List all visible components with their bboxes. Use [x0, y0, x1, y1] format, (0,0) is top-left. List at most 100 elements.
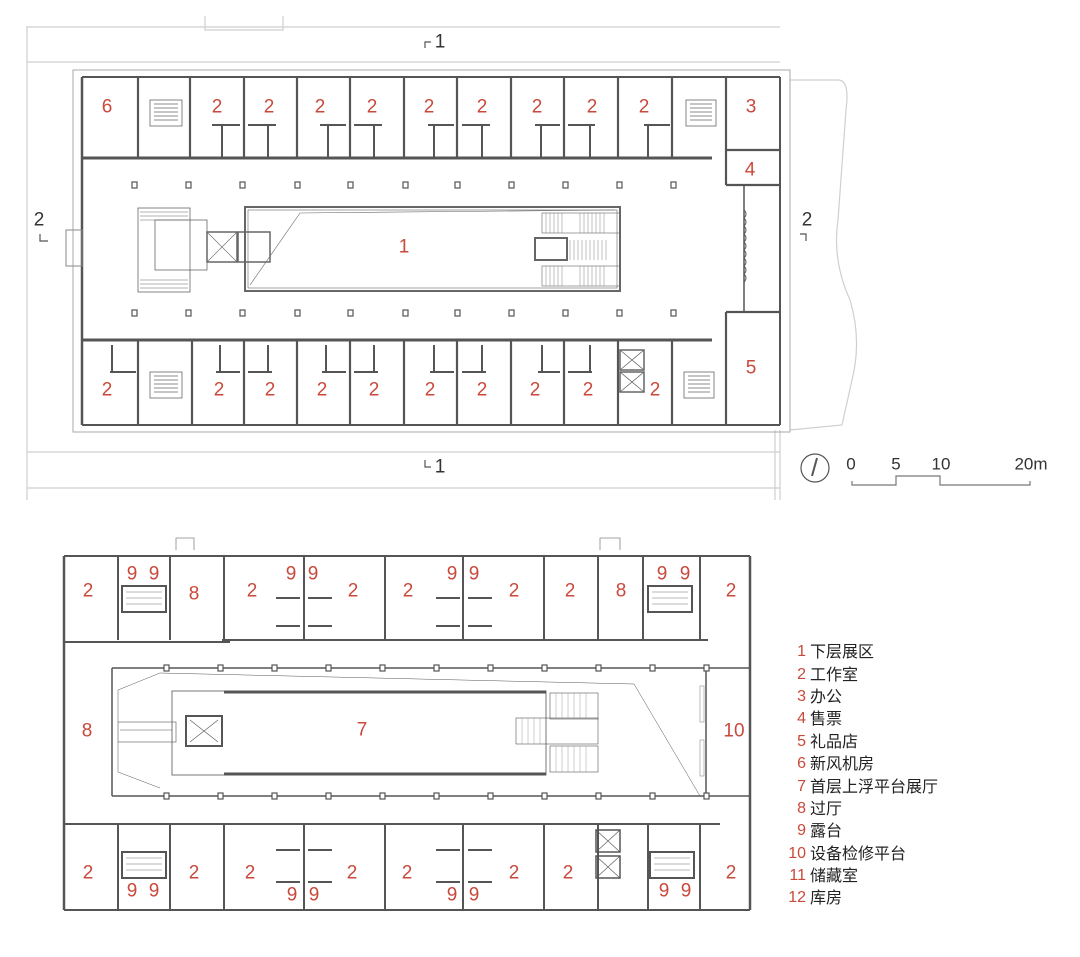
legend-text: 首层上浮平台展厅 — [810, 776, 939, 796]
room-label: 9 — [126, 880, 138, 902]
upper-stairs — [149, 99, 717, 399]
room-label: 2 — [423, 96, 435, 118]
room-label: 2 — [213, 379, 225, 401]
room-label: 2 — [564, 580, 576, 602]
central-void — [137, 206, 621, 293]
room-label: 1 — [398, 236, 410, 258]
room-label: 6 — [101, 96, 113, 118]
room-label: 8 — [81, 720, 93, 742]
legend-text: 工作室 — [810, 664, 859, 684]
room-label: 9 — [468, 563, 480, 585]
room-label: 2 — [244, 862, 256, 884]
legend-text: 售票 — [810, 709, 843, 729]
room-label: 2 — [582, 379, 594, 401]
room-label: 2 — [366, 96, 378, 118]
room-label: 2 — [82, 862, 94, 884]
legend-num: 10 — [788, 844, 806, 862]
room-label: 3 — [745, 96, 757, 118]
legend-num: 8 — [797, 799, 806, 817]
section-mark-glyphs — [39, 41, 807, 468]
scale-tick-10: 10 — [931, 454, 951, 474]
scale-tick-20m: 20m — [1014, 454, 1048, 474]
room-label: 2 — [529, 379, 541, 401]
legend-text: 露台 — [810, 821, 843, 841]
room-label: 2 — [188, 862, 200, 884]
room-label: 9 — [148, 880, 160, 902]
room-label: 2 — [211, 96, 223, 118]
legend-text: 办公 — [810, 686, 843, 706]
room-label: 2 — [562, 862, 574, 884]
legend-num: 2 — [797, 665, 806, 683]
room-label: 2 — [725, 862, 737, 884]
legend-text: 设备检修平台 — [810, 843, 907, 863]
room-label: 9 — [307, 563, 319, 585]
legend-text: 库房 — [810, 888, 843, 908]
room-label: 8 — [188, 583, 200, 605]
section-mark-left: 2 — [33, 209, 45, 231]
room-label: 2 — [316, 379, 328, 401]
room-label: 2 — [402, 580, 414, 602]
legend-num: 12 — [788, 889, 806, 907]
legend-text: 新风机房 — [810, 754, 875, 774]
room-label: 2 — [246, 580, 258, 602]
room-label: 2 — [314, 96, 326, 118]
legend-num: 9 — [797, 822, 806, 840]
room-label: 2 — [101, 379, 113, 401]
room-label: 2 — [508, 580, 520, 602]
room-label: 2 — [82, 580, 94, 602]
room-label: 9 — [658, 880, 670, 902]
room-label: 2 — [264, 379, 276, 401]
room-label: 2 — [476, 379, 488, 401]
room-label: 9 — [148, 563, 160, 585]
upper-plan-walls — [65, 69, 791, 433]
scale-tick-5: 5 — [891, 454, 901, 474]
room-label: 8 — [615, 580, 627, 602]
room-label: 7 — [356, 719, 368, 741]
upper-columns — [131, 181, 677, 317]
north-arrow-icon — [800, 453, 830, 483]
lower-plan-walls — [62, 537, 752, 911]
room-label: 5 — [745, 357, 757, 379]
room-label: 2 — [424, 379, 436, 401]
room-label: 9 — [285, 563, 297, 585]
legend-text: 储藏室 — [810, 866, 859, 886]
legend-text: 过厅 — [810, 798, 843, 818]
room-label: 9 — [656, 563, 668, 585]
section-mark-right: 2 — [801, 209, 813, 231]
section-mark-bottom: 1 — [434, 456, 446, 478]
section-mark-top: 1 — [434, 31, 446, 53]
lower-columns — [163, 664, 710, 800]
site-lines — [26, 16, 858, 500]
room-label: 2 — [346, 862, 358, 884]
scale-tick-0: 0 — [846, 454, 856, 474]
room-label: 2 — [531, 96, 543, 118]
room-label: 10 — [723, 720, 745, 742]
legend-text: 下层展区 — [810, 642, 875, 662]
room-label: 2 — [725, 580, 737, 602]
room-label: 2 — [508, 862, 520, 884]
scale-bar-glyph — [851, 475, 1031, 486]
room-label: 2 — [638, 96, 650, 118]
room-label: 9 — [679, 563, 691, 585]
room-label: 9 — [446, 884, 458, 906]
room-label: 9 — [286, 884, 298, 906]
room-label: 2 — [586, 96, 598, 118]
room-label: 9 — [680, 880, 692, 902]
legend-num: 3 — [797, 687, 806, 705]
legend-num: 6 — [797, 755, 806, 773]
legend-num: 1 — [797, 643, 806, 661]
legend-num: 4 — [797, 710, 806, 728]
